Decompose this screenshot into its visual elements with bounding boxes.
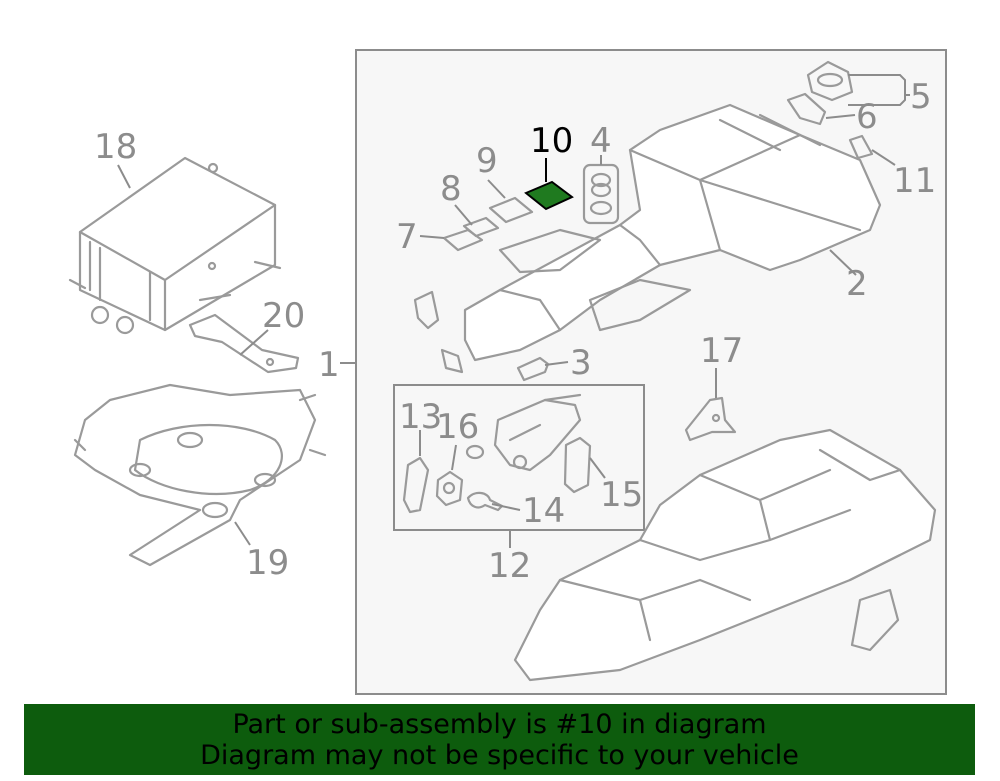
callout-19: 19 bbox=[246, 543, 289, 583]
callout-8: 8 bbox=[440, 169, 462, 209]
part-13-drawing[interactable] bbox=[402, 456, 430, 514]
callout-3: 3 bbox=[570, 343, 592, 383]
battery-pack-drawing bbox=[513, 428, 937, 682]
callout-14: 14 bbox=[522, 491, 565, 531]
part-5-drawing[interactable] bbox=[806, 60, 854, 102]
part-7-drawing[interactable] bbox=[442, 228, 484, 252]
part-9-drawing[interactable] bbox=[488, 196, 534, 224]
callout-20: 20 bbox=[262, 296, 305, 336]
part-15-drawing[interactable] bbox=[563, 436, 592, 494]
part-16-drawing[interactable] bbox=[435, 444, 485, 507]
callout-4: 4 bbox=[590, 121, 612, 161]
part-misc-bracket-drawing bbox=[413, 290, 464, 374]
callout-16: 16 bbox=[436, 407, 479, 447]
callout-7: 7 bbox=[396, 217, 418, 257]
callout-1: 1 bbox=[318, 345, 340, 385]
part-6-drawing[interactable] bbox=[786, 92, 827, 126]
info-banner: Part or sub-assembly is #10 in diagram D… bbox=[24, 704, 975, 775]
part-12-bracket-drawing[interactable] bbox=[493, 393, 582, 472]
part-14-drawing[interactable] bbox=[466, 491, 504, 512]
callout-2: 2 bbox=[846, 264, 868, 304]
callout-15: 15 bbox=[600, 475, 643, 515]
part-11-drawing[interactable] bbox=[848, 134, 874, 160]
part-10-drawing[interactable] bbox=[524, 180, 574, 211]
callout-12: 12 bbox=[488, 546, 531, 586]
callout-17: 17 bbox=[700, 331, 743, 371]
part-2-drawing[interactable] bbox=[463, 103, 882, 362]
part-8-drawing[interactable] bbox=[462, 216, 500, 238]
callout-6: 6 bbox=[856, 97, 878, 137]
part-3-drawing[interactable] bbox=[516, 356, 550, 382]
callout-18: 18 bbox=[94, 127, 137, 167]
callout-11: 11 bbox=[893, 161, 936, 201]
callout-5: 5 bbox=[910, 77, 932, 117]
subassembly-12-box bbox=[393, 384, 645, 531]
part-20-drawing[interactable] bbox=[188, 313, 300, 374]
callout-10: 10 bbox=[530, 121, 573, 161]
leader-lines bbox=[117, 74, 910, 548]
part-18-drawing[interactable] bbox=[68, 156, 282, 335]
callout-13: 13 bbox=[399, 397, 442, 437]
part-17-drawing[interactable] bbox=[684, 396, 737, 442]
part-19-drawing[interactable] bbox=[73, 383, 327, 567]
parts-diagram: 1 2 3 4 5 6 7 8 9 10 11 12 13 14 15 16 1… bbox=[68, 49, 947, 695]
banner-line-2: Diagram may not be specific to your vehi… bbox=[200, 740, 799, 771]
banner-line-1: Part or sub-assembly is #10 in diagram bbox=[232, 709, 767, 740]
callout-9: 9 bbox=[476, 141, 498, 181]
